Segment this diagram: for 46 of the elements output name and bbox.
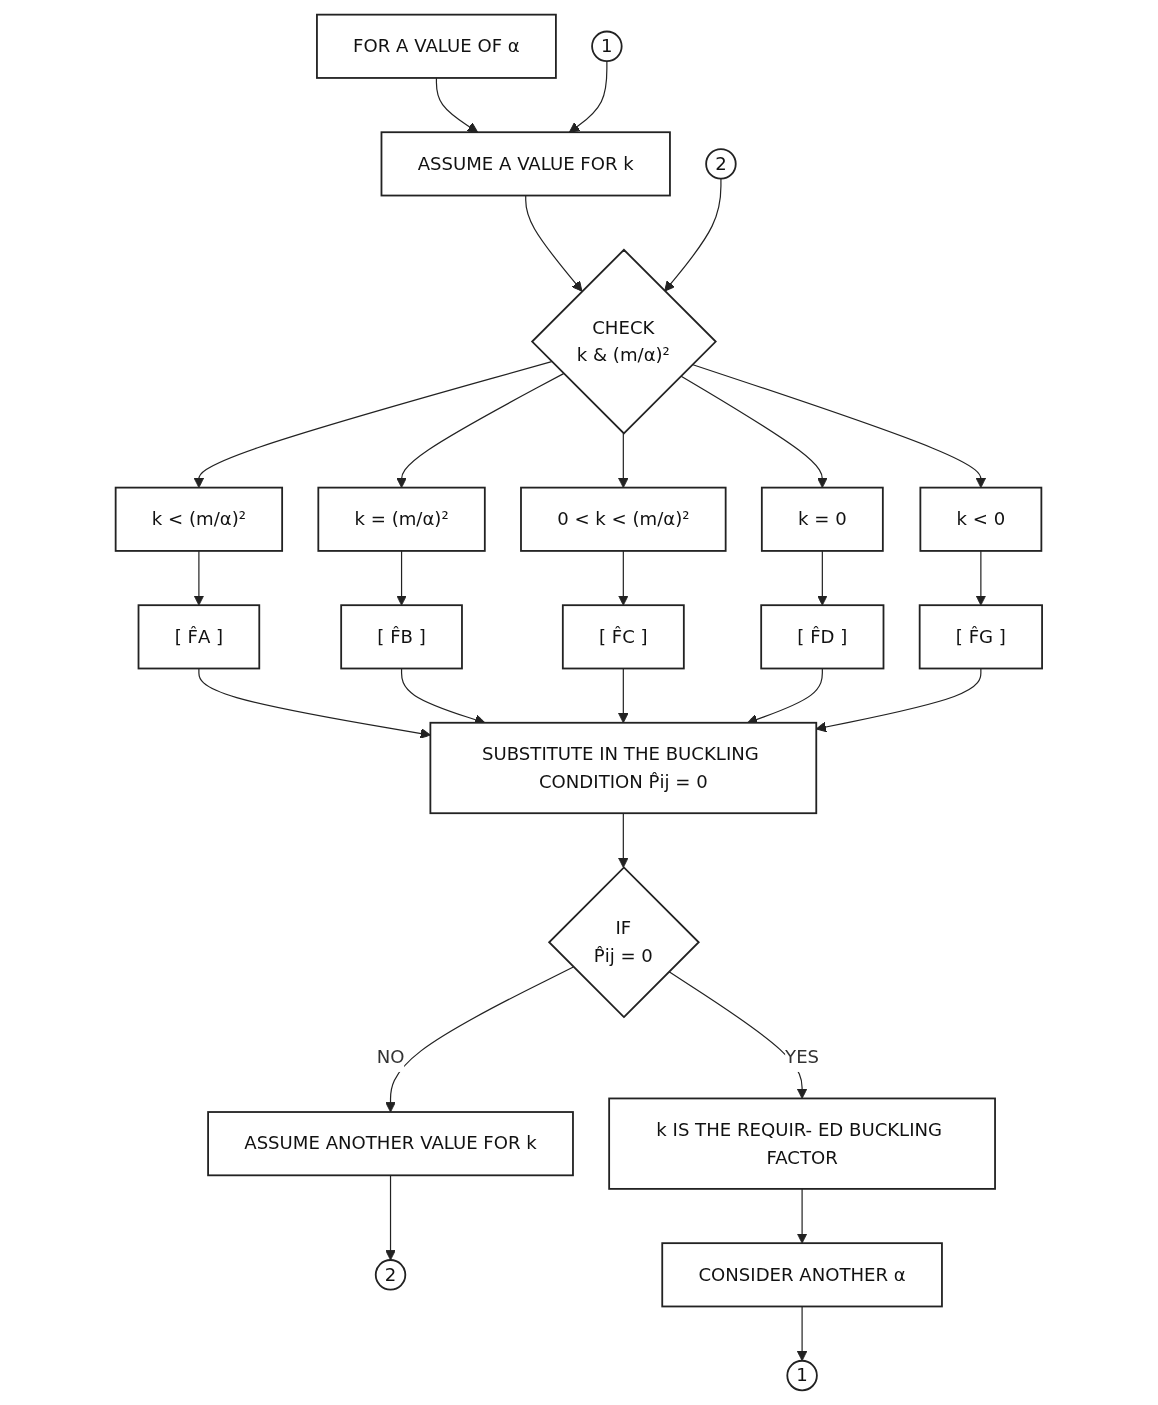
node-box: k = 0 [761,486,884,552]
node-box: SUBSTITUTE IN THE BUCKLING CONDITION P̂ij = 0 [429,721,818,815]
arrow [817,550,828,606]
arrow [975,550,987,606]
arrow [525,194,583,292]
node-box: [ F̂G ] [918,604,1044,670]
arrow [796,1188,808,1244]
arrow [396,373,565,489]
node-box: [ F̂C ] [562,604,685,670]
arrow [815,667,982,733]
node-circle: 1 [591,30,623,62]
node-diamond: CHECK k & (m/α)² [531,248,718,435]
node-box: [ F̂D ] [760,604,885,670]
node-box: CONSIDER ANOTHER α [661,1242,943,1308]
node-box: k = (m/α)² [317,486,486,552]
arrow [796,1305,808,1362]
arrow [618,812,629,868]
node-box: [ F̂A ] [137,604,261,670]
arrow [680,375,828,489]
node-box: FOR A VALUE OF α [316,13,557,79]
arrow [618,432,629,489]
node-circle: 2 [374,1259,407,1291]
node-box: k < (m/α)² [114,486,284,552]
node-box: ASSUME ANOTHER VALUE FOR k [207,1111,574,1177]
node-diamond: IF P̂ij = 0 [548,866,701,1019]
edge-label: NO [376,1046,405,1069]
arrow [385,966,575,1113]
node-box: [ F̂B ] [340,604,463,670]
arrow [396,550,407,606]
edge-label: YES [785,1046,820,1069]
node-box: k IS THE REQUIR- ED BUCKLING FACTOR [608,1097,997,1190]
arrow [385,1174,396,1261]
node-box: k < 0 [919,486,1043,552]
arrow [569,60,608,133]
arrow [664,178,722,292]
arrow [618,667,629,724]
arrow [198,667,431,739]
arrow [193,550,205,606]
node-circle: 2 [705,148,737,180]
arrow [435,77,479,133]
arrow [668,971,808,1099]
node-box: 0 < k < (m/α)² [520,486,727,552]
arrow [618,550,629,606]
node-box: ASSUME A VALUE FOR k [380,131,671,197]
arrow [193,361,553,489]
node-circle: 1 [786,1359,818,1392]
